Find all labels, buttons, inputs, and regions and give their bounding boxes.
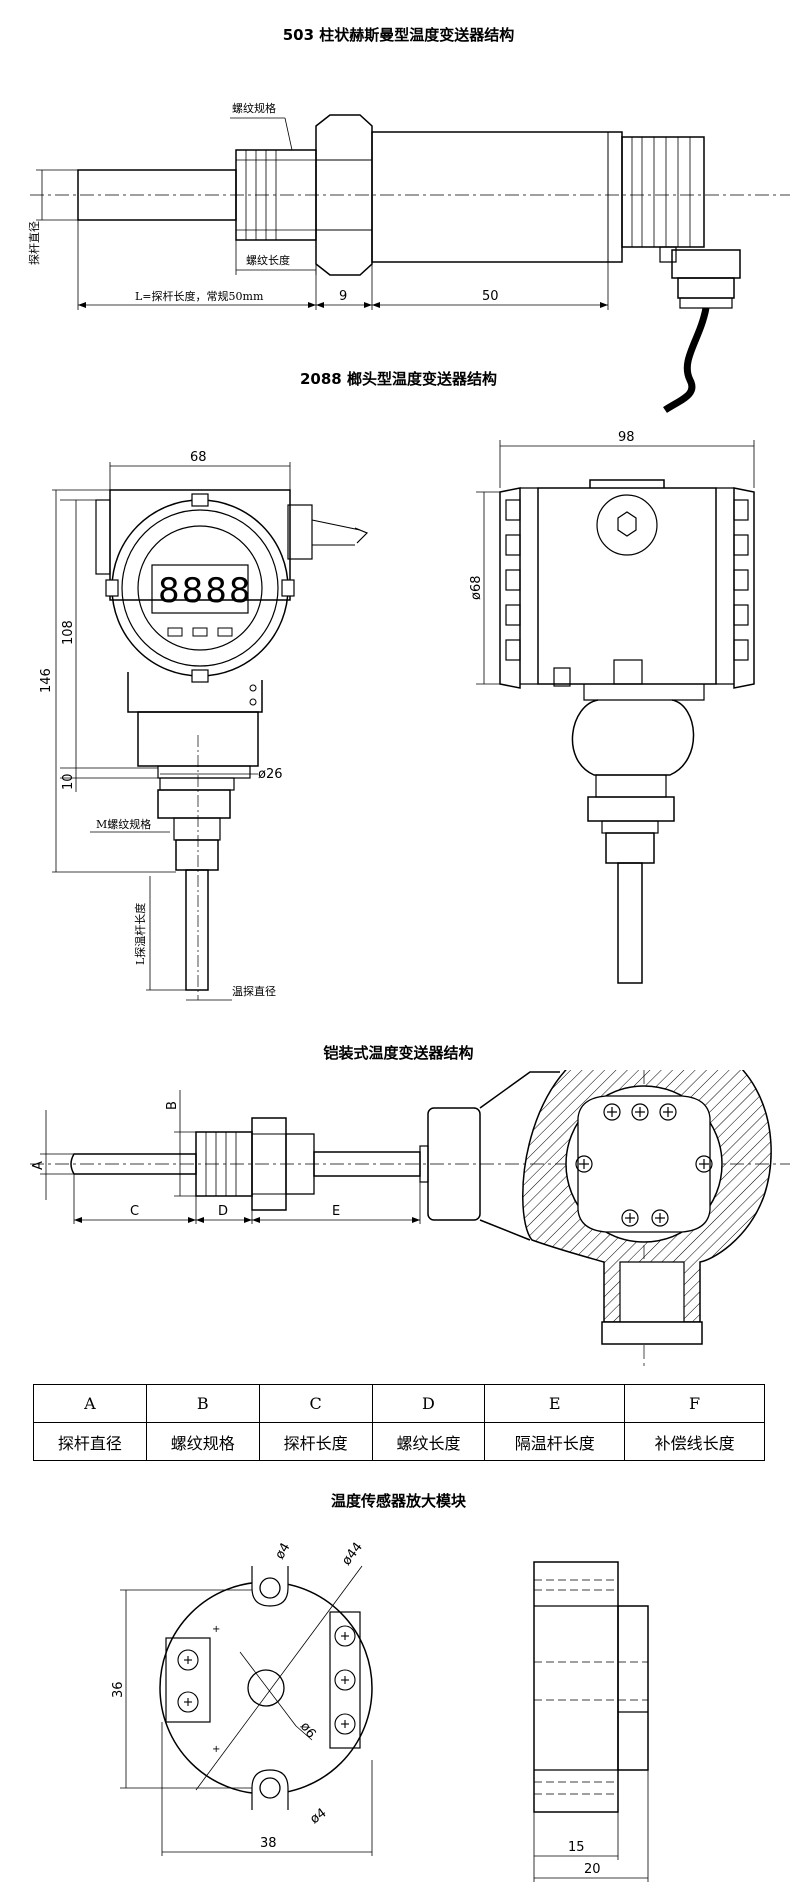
cable-gland (659, 246, 677, 263)
terminal-block (577, 1095, 711, 1233)
dim-9: 9 (339, 289, 347, 304)
dim-20: 20 (584, 1862, 601, 1877)
dim-D: D (218, 1204, 228, 1219)
table-header-cell: E (484, 1384, 626, 1423)
label-l-probe: L探温杆长度 (133, 903, 147, 965)
dim-E: E (332, 1204, 340, 1219)
table-header-cell: F (624, 1384, 765, 1423)
display-window (151, 564, 249, 614)
dim-68-front: 68 (190, 450, 207, 465)
table-cell: 螺纹长度 (371, 1422, 486, 1461)
dim-dia-68-side: ø68 (469, 576, 484, 601)
dim-50: 50 (482, 289, 499, 304)
label-m-thread: M螺纹规格 (96, 817, 151, 831)
transmitter-body (371, 131, 623, 263)
label-probe-length: L=探杆长度，常规50mm (135, 289, 264, 303)
connector-housing (621, 136, 705, 248)
front-view-2088: 8888 68 108 146 10 (39, 450, 369, 1001)
diagram-module: + + ø4 ø44 ø6 ø4 36 38 15 20 (111, 1540, 649, 1882)
dim-98: 98 (618, 430, 635, 445)
table-header-cell: A (33, 1384, 147, 1423)
dim-dia-6: ø6 (297, 1719, 319, 1741)
dim-146: 146 (39, 668, 54, 693)
table-header-cell: D (371, 1384, 486, 1423)
section-title-module: 温度传感器放大模块 (330, 1492, 466, 1510)
svg-text:+: + (212, 1744, 220, 1755)
dim-10: 10 (61, 773, 76, 790)
side-view-2088: 98 ø68 (469, 430, 755, 984)
label-probe-diameter: 探杆直径 (27, 221, 41, 265)
dim-dia-44: ø44 (339, 1540, 366, 1569)
table-cell: 隔温杆长度 (484, 1422, 626, 1461)
label-probe-dia: 温探直径 (232, 984, 276, 998)
cable (663, 307, 710, 413)
table-cell: 探杆直径 (33, 1422, 147, 1461)
table-cell: 探杆长度 (258, 1422, 373, 1461)
dim-dia-4-top: ø4 (272, 1540, 293, 1562)
table-header-row: A B C D E F (33, 1384, 765, 1423)
dim-C: C (130, 1204, 139, 1219)
section-title-2088: 2088 榔头型温度变送器结构 (300, 370, 497, 388)
section-title-armored: 铠装式温度变送器结构 (323, 1044, 474, 1062)
diagram-503: 螺纹规格 螺纹长度 探杆直径 L=探杆长度，常规50mm 9 50 (27, 101, 790, 413)
dim-dia-4-bottom: ø4 (308, 1806, 330, 1828)
diagram-armored: A B C D E (30, 1070, 790, 1370)
diagram-2088: 8888 68 108 146 10 (39, 430, 755, 1001)
label-thread-length: 螺纹长度 (246, 253, 290, 267)
dim-36: 36 (111, 1681, 126, 1698)
dim-A: A (31, 1161, 46, 1170)
table-cell: 补偿线长度 (624, 1422, 765, 1461)
table-row: 探杆直径 螺纹规格 探杆长度 螺纹长度 隔温杆长度 补偿线长度 (33, 1422, 765, 1461)
spec-table: A B C D E F 探杆直径 螺纹规格 探杆长度 螺纹长度 隔温杆长度 补偿… (33, 1384, 765, 1461)
dim-108: 108 (61, 620, 76, 645)
svg-text:8888: 8888 (158, 571, 253, 611)
armored-probe (70, 1153, 197, 1175)
dim-38: 38 (260, 1836, 277, 1851)
table-header-cell: C (258, 1384, 373, 1423)
section-title-503: 503 柱状赫斯曼型温度变送器结构 (282, 26, 515, 44)
dim-dia-26: ø26 (258, 767, 283, 782)
svg-text:+: + (212, 1624, 220, 1635)
label-thread-spec: 螺纹规格 (232, 101, 276, 115)
dim-B: B (165, 1101, 180, 1110)
dim-15: 15 (568, 1840, 585, 1855)
module-side-view (533, 1561, 619, 1813)
table-cell: 螺纹规格 (145, 1422, 260, 1461)
table-header-cell: B (145, 1384, 260, 1423)
